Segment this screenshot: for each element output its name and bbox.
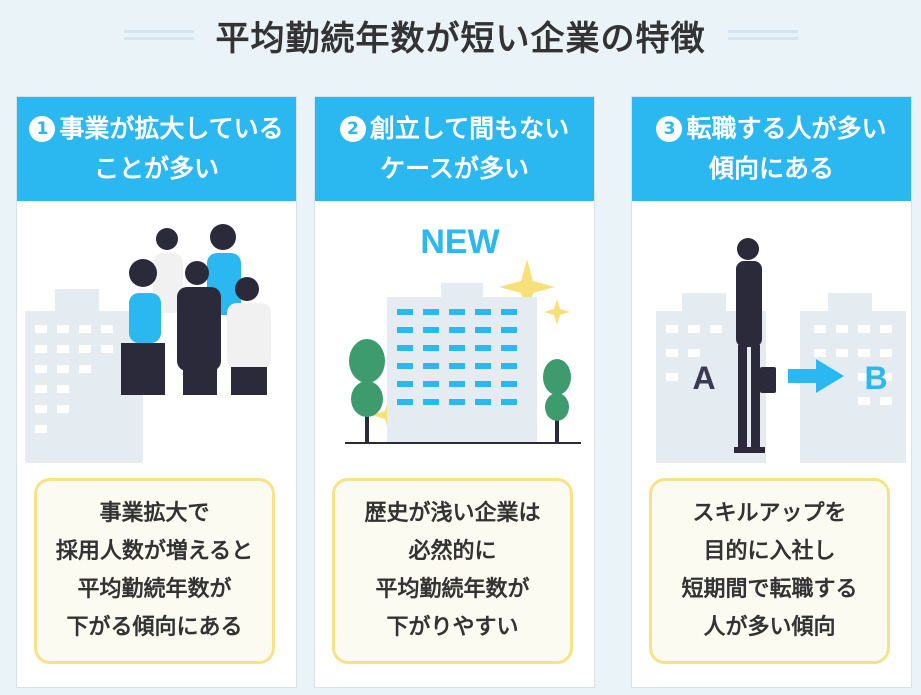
- businessman-icon: [734, 238, 776, 453]
- page-title: 平均勤続年数が短い企業の特徴: [215, 18, 706, 59]
- ground-line: [345, 442, 581, 444]
- card-header-line-2: ケースが多い: [380, 154, 529, 183]
- company-a-label: A: [692, 360, 715, 396]
- office-building-icon: [387, 283, 537, 443]
- card-number-badge: 3: [656, 116, 683, 142]
- illustration-job-change: A B: [632, 201, 911, 471]
- person-icon: [121, 259, 165, 395]
- illustration-group-of-people: [17, 201, 296, 471]
- title-bar: 平均勤続年数が短い企業の特徴: [0, 0, 921, 70]
- building-windows-icon: [397, 309, 517, 405]
- illustration-new-building: NEW: [315, 201, 594, 471]
- person-icon: [153, 228, 183, 313]
- arrow-right-icon: [788, 359, 844, 393]
- card-description: 歴史が浅い企業は 必然的に 平均勤続年数が 下がりやすい: [332, 478, 573, 664]
- tree-icon: [543, 359, 571, 443]
- card-header-line-2: 傾向にある: [708, 154, 834, 183]
- person-icon: [227, 277, 271, 395]
- card-description: スキルアップを 目的に入社し 短期間で転職する 人が多い傾向: [649, 478, 890, 664]
- person-icon: [177, 261, 221, 395]
- company-b-label: B: [864, 360, 887, 396]
- card-number-badge: 2: [339, 116, 366, 142]
- tree-icon: [349, 339, 385, 443]
- title-decoration-left: [123, 28, 194, 42]
- building-windows-icon: [666, 325, 892, 405]
- card-header-line-2: ことが多い: [93, 154, 219, 183]
- title-decoration-right: [727, 28, 798, 42]
- building-windows-icon: [35, 325, 113, 433]
- card-description: 事業拡大で 採用人数が増えると 平均勤続年数が 下がる傾向にある: [34, 478, 275, 664]
- briefcase-icon: [760, 367, 776, 393]
- card-number-badge: 1: [29, 116, 56, 142]
- new-label: NEW: [420, 223, 500, 261]
